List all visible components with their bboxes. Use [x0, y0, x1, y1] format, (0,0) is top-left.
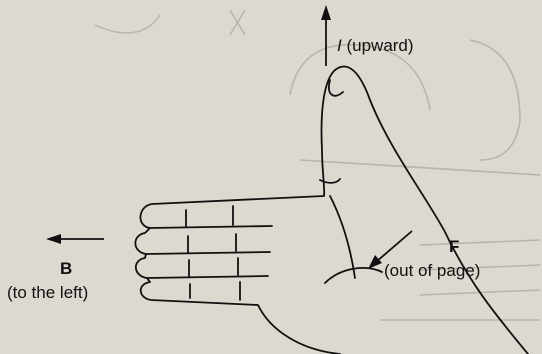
finger-separator-2: [146, 252, 270, 254]
thumbnail: [329, 80, 343, 96]
finger-separator-3: [147, 276, 268, 278]
force-direction: (out of page): [384, 261, 480, 281]
hand-drawing: [135, 67, 528, 354]
field-direction: (to the left): [7, 283, 88, 303]
current-symbol: I: [337, 36, 342, 55]
current-direction: (upward): [346, 36, 413, 55]
current-arrow: [321, 5, 331, 66]
current-label: I (upward): [337, 36, 414, 56]
force-symbol: F: [449, 237, 459, 257]
finger-separator-1: [150, 226, 272, 228]
hand-outline: [135, 67, 528, 354]
field-arrow: [46, 234, 104, 244]
field-symbol: B: [60, 259, 72, 279]
thumb-base-crease: [330, 196, 355, 278]
